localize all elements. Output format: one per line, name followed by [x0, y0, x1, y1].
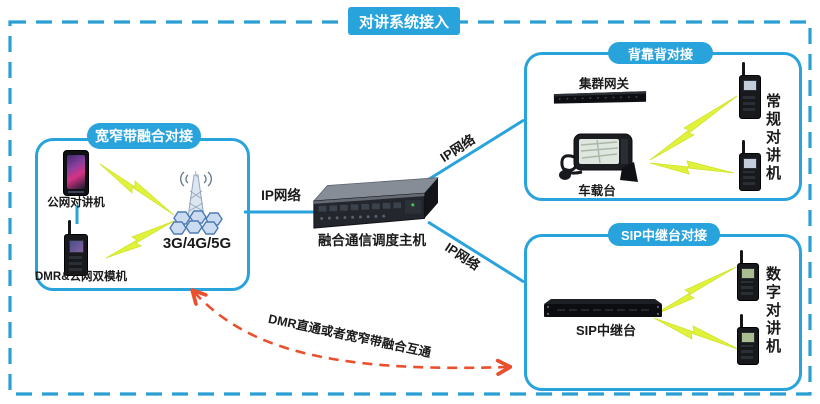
radio-screen	[69, 240, 84, 253]
radio-keypad	[743, 171, 755, 185]
ip-network-top-label: IP网络	[437, 131, 478, 166]
digital-radio-1-icon	[737, 250, 759, 302]
sip-badge: SIP中继台对接	[608, 223, 720, 246]
vehicle-station-icon	[559, 133, 638, 182]
radio-keypad	[743, 93, 755, 111]
sip-repeater-label: SIP中继台	[576, 323, 636, 338]
digital-radio-2-icon	[737, 314, 759, 365]
digital-radios-label: 数字对讲机	[764, 266, 781, 356]
radio-keypad	[741, 281, 753, 295]
radio-keypad	[741, 345, 753, 359]
server-label: 融合通信调度主机	[318, 233, 426, 248]
server-panel	[405, 200, 422, 214]
title-badge: 对讲系统接入	[348, 7, 460, 35]
radio-screen	[741, 268, 755, 279]
power-led	[411, 203, 415, 207]
back-to-back-badge: 背靠背对接	[608, 42, 713, 64]
regular-radio-1-icon	[739, 62, 761, 120]
hexagon-cells	[169, 210, 223, 235]
radio-screen	[743, 80, 757, 91]
radio-screen	[741, 332, 755, 343]
bridge-label: DMR直通或者宽窄带融合互通	[267, 311, 433, 361]
network-label: 3G/4G/5G	[162, 235, 232, 252]
dual-mode-label: DMR&公网双模机	[35, 271, 127, 283]
ip-network-bottom-label: IP网络	[442, 239, 483, 274]
public-phone-label: 公网对讲机	[47, 197, 105, 209]
screen-bezel	[621, 139, 628, 164]
radio-screen	[743, 158, 757, 169]
vehicle-label: 车载台	[578, 184, 616, 198]
broadband-badge: 宽窄带融合对接	[87, 123, 201, 149]
back-to-back-badge-text: 背靠背对接	[627, 46, 693, 62]
microphone	[559, 170, 571, 180]
phone-button	[68, 191, 84, 193]
regular-radio-2-icon	[739, 140, 761, 192]
gateway-label: 集群网关	[578, 77, 630, 91]
ip-network-left-label: IP网络	[261, 188, 301, 203]
title-text: 对讲系统接入	[358, 13, 449, 31]
regular-radios-label: 常规对讲机	[764, 93, 781, 183]
dispatch-server-icon	[312, 177, 439, 229]
cell-tower-icon	[169, 171, 223, 235]
broadband-badge-text: 宽窄带融合对接	[95, 128, 193, 144]
repeater-top	[544, 299, 662, 304]
phone-screen	[67, 155, 85, 189]
sip-badge-text: SIP中继台对接	[621, 228, 707, 243]
public-network-phone-icon	[63, 150, 89, 196]
sip-repeater-icon	[544, 299, 662, 317]
